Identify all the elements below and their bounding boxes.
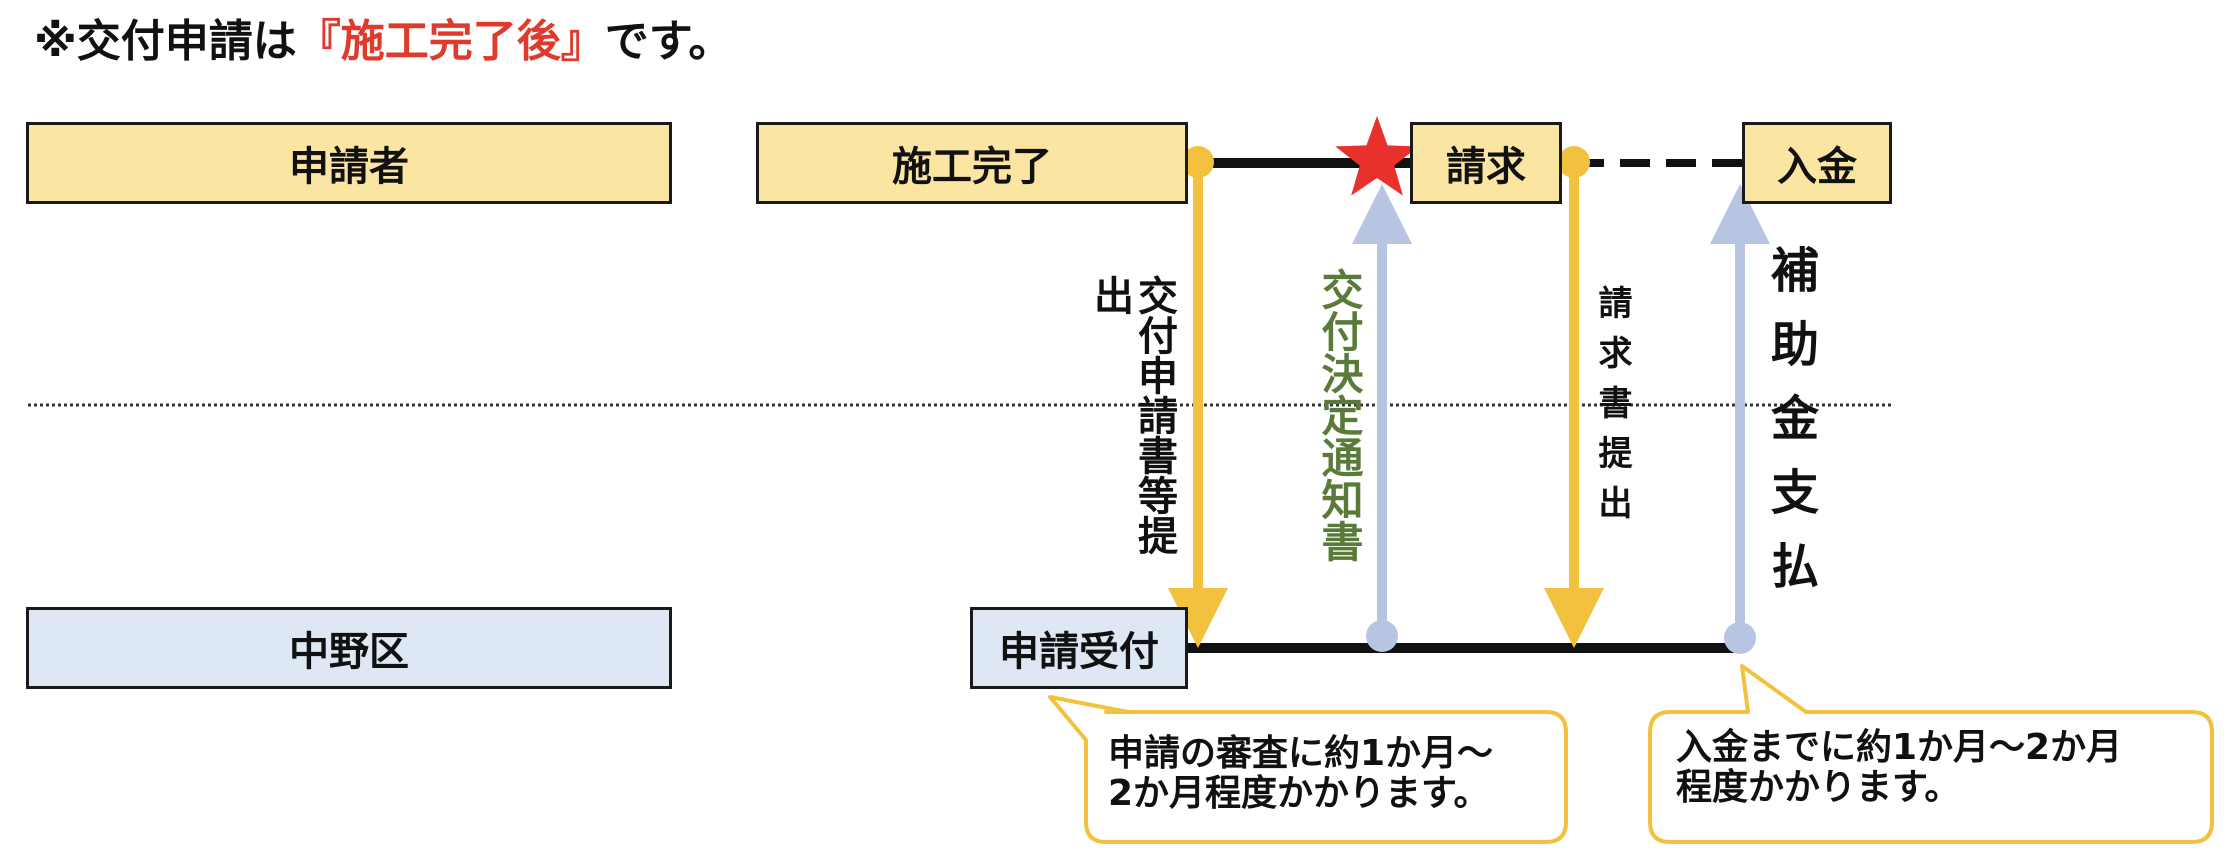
step-construction-complete-text: 施工完了 bbox=[892, 144, 1052, 190]
header-note-prefix: ※交付申請は bbox=[34, 16, 297, 67]
step-application-received: 申請受付 bbox=[970, 607, 1188, 689]
payment-start-dot bbox=[1724, 622, 1756, 654]
payment-callout-line1: 入金までに約1か月～2か月 bbox=[1676, 727, 2123, 768]
step-invoice-text: 請求 bbox=[1446, 144, 1526, 190]
flow-label-decision-notice: 交付決定通知書 bbox=[1315, 268, 1364, 562]
invoice-start-dot bbox=[1558, 146, 1590, 178]
submit-start-dot bbox=[1182, 146, 1214, 178]
lane-label-ward-text: 中野区 bbox=[289, 629, 409, 675]
review-callout-line2: 2か月程度かかります。 bbox=[1108, 773, 1490, 814]
step-application-received-text: 申請受付 bbox=[999, 629, 1159, 675]
payment-callout-line2: 程度かかります。 bbox=[1676, 767, 1961, 808]
notice-start-dot bbox=[1366, 620, 1398, 652]
header-note: ※交付申請は『施工完了後』です。 bbox=[34, 10, 732, 74]
flow-label-subsidy-payment: 補助金支払 bbox=[1762, 245, 1818, 615]
payment-callout-border bbox=[1648, 664, 2214, 844]
lane-label-ward: 中野区 bbox=[26, 607, 672, 689]
step-invoice: 請求 bbox=[1410, 122, 1562, 204]
lane-label-applicant-text: 申請者 bbox=[289, 144, 409, 190]
step-deposit: 入金 bbox=[1742, 122, 1892, 204]
header-note-suffix: です。 bbox=[604, 16, 733, 67]
step-deposit-text: 入金 bbox=[1777, 144, 1857, 190]
flow-label-submit-application: 交付申請書等提出 bbox=[1087, 275, 1177, 555]
header-note-highlight: 『施工完了後』 bbox=[296, 16, 605, 67]
step-construction-complete: 施工完了 bbox=[756, 122, 1188, 204]
flow-label-invoice-submission: 請求書提出 bbox=[1592, 285, 1632, 535]
payment-callout-text: 入金までに約1か月～2か月 程度かかります。 bbox=[1676, 728, 2122, 808]
review-callout-text: 申請の審査に約1か月～ 2か月程度かかります。 bbox=[1108, 734, 1493, 814]
lane-label-applicant: 申請者 bbox=[26, 122, 672, 204]
star-icon bbox=[1335, 116, 1419, 196]
review-callout-border bbox=[1048, 695, 1568, 844]
review-callout-line1: 申請の審査に約1か月～ bbox=[1108, 733, 1494, 774]
